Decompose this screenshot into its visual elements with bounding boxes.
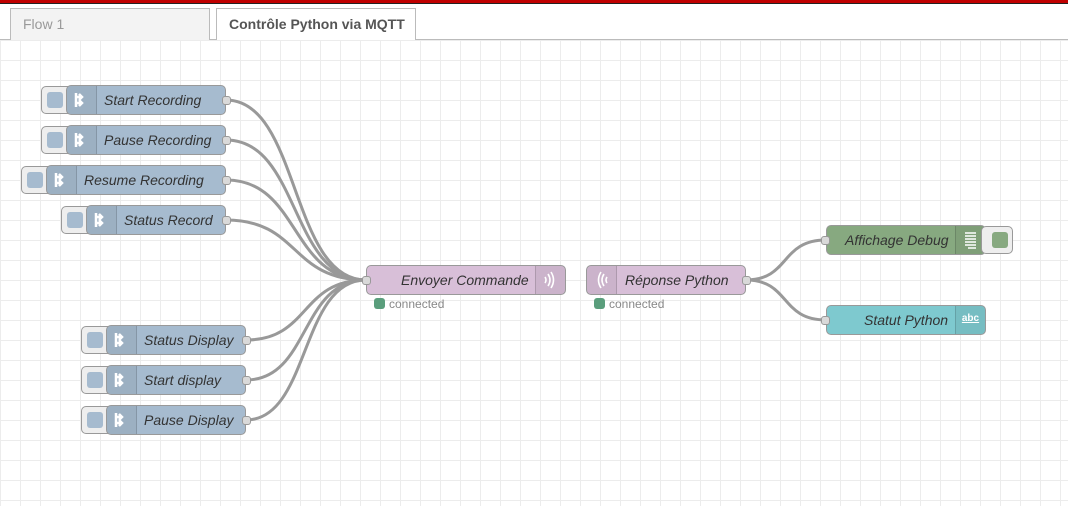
wire-status-record-to-envoyer[interactable] xyxy=(225,218,367,282)
status-dot xyxy=(594,298,605,309)
inject-arrow-icon xyxy=(107,366,137,394)
tab-controle-python-mqtt[interactable]: Contrôle Python via MQTT xyxy=(216,8,416,41)
node-label: Réponse Python xyxy=(625,272,729,288)
flow-workspace[interactable]: Start Recording Pause Recording Resume R… xyxy=(0,40,1068,506)
node-label: Statut Python xyxy=(864,312,949,328)
input-port[interactable] xyxy=(821,236,830,245)
debug-list-icon xyxy=(955,226,985,254)
status-dot xyxy=(374,298,385,309)
node-start-display[interactable]: Start display xyxy=(106,365,246,395)
node-reponse-python[interactable]: Réponse Python xyxy=(586,265,746,295)
output-port[interactable] xyxy=(222,176,231,185)
output-port[interactable] xyxy=(242,416,251,425)
wire-pause-display-to-envoyer[interactable] xyxy=(245,278,367,422)
node-pause-recording[interactable]: Pause Recording xyxy=(66,125,226,155)
flow-tab-bar: Flow 1 Contrôle Python via MQTT xyxy=(0,4,1068,41)
node-affichage-debug[interactable]: Affichage Debug xyxy=(826,225,986,255)
abc-text-label: abc xyxy=(961,313,980,324)
output-port[interactable] xyxy=(222,96,231,105)
output-port[interactable] xyxy=(222,216,231,225)
input-port[interactable] xyxy=(362,276,371,285)
input-port[interactable] xyxy=(821,316,830,325)
node-start-recording[interactable]: Start Recording xyxy=(66,85,226,115)
node-label: Resume Recording xyxy=(84,172,204,188)
inject-arrow-icon xyxy=(67,86,97,114)
wire-start-recording-to-envoyer[interactable] xyxy=(225,98,367,282)
output-port[interactable] xyxy=(242,336,251,345)
header-accent-bar xyxy=(0,0,1068,4)
debug-toggle-button[interactable] xyxy=(981,226,1013,254)
node-envoyer-commande[interactable]: Envoyer Commande xyxy=(366,265,566,295)
node-label: Status Display xyxy=(144,332,234,348)
node-label: Affichage Debug xyxy=(845,232,949,248)
inject-arrow-icon xyxy=(107,326,137,354)
abc-text-icon: abc xyxy=(955,306,985,334)
node-label: Start Recording xyxy=(104,92,202,108)
tab-flow-1[interactable]: Flow 1 xyxy=(10,8,210,40)
inject-arrow-icon xyxy=(47,166,77,194)
inject-arrow-icon xyxy=(67,126,97,154)
wires-layer xyxy=(225,98,827,422)
node-label: Envoyer Commande xyxy=(401,272,529,288)
node-label: Start display xyxy=(144,372,222,388)
node-status-record[interactable]: Status Record xyxy=(86,205,226,235)
status-indicator: connected xyxy=(374,297,444,311)
node-label: Pause Recording xyxy=(104,132,212,148)
node-pause-display[interactable]: Pause Display xyxy=(106,405,246,435)
inject-arrow-icon xyxy=(107,406,137,434)
status-text: connected xyxy=(389,297,445,311)
node-label: Pause Display xyxy=(144,412,234,428)
status-indicator: connected xyxy=(594,297,664,311)
mqtt-wave-icon xyxy=(535,266,565,294)
mqtt-wave-icon xyxy=(587,266,617,294)
wire-pause-recording-to-envoyer[interactable] xyxy=(225,138,367,282)
wire-start-display-to-envoyer[interactable] xyxy=(245,278,367,382)
wire-resume-recording-to-envoyer[interactable] xyxy=(225,178,367,282)
output-port[interactable] xyxy=(242,376,251,385)
status-text: connected xyxy=(609,297,665,311)
node-statut-python[interactable]: Statut Python abc xyxy=(826,305,986,335)
inject-arrow-icon xyxy=(87,206,117,234)
wire-reponse-to-statut[interactable] xyxy=(745,278,827,322)
output-port[interactable] xyxy=(222,136,231,145)
output-port[interactable] xyxy=(742,276,751,285)
node-resume-recording[interactable]: Resume Recording xyxy=(46,165,226,195)
wire-reponse-to-debug[interactable] xyxy=(745,238,827,282)
node-status-display[interactable]: Status Display xyxy=(106,325,246,355)
node-label: Status Record xyxy=(124,212,213,228)
